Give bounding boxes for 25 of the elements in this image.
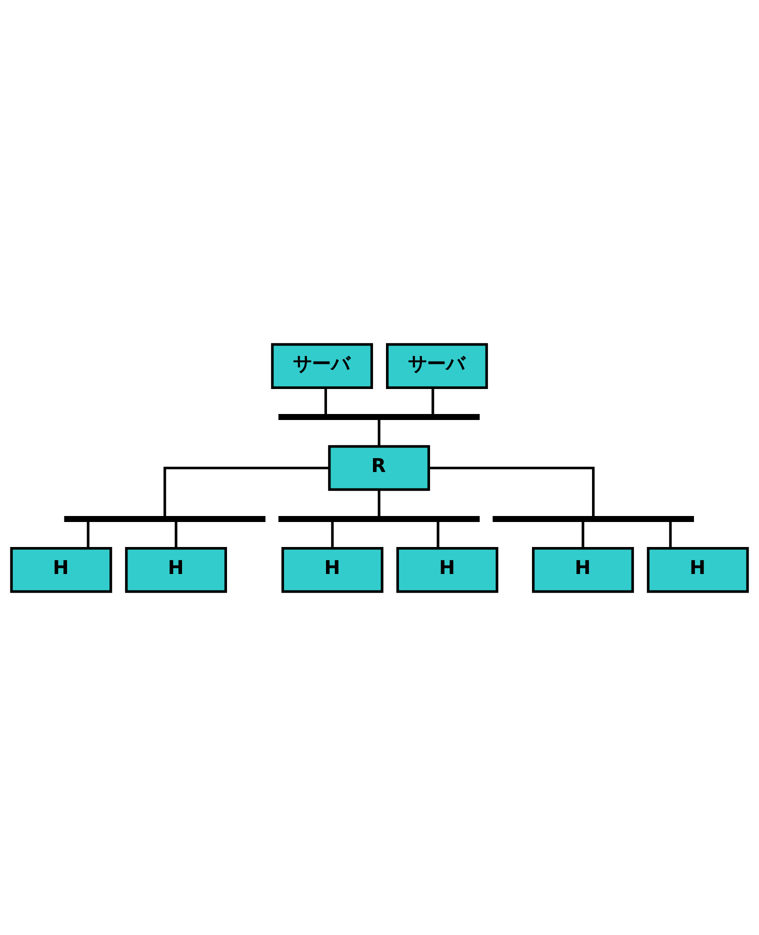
connector [86,520,90,548]
connector [436,520,440,548]
connector [324,387,328,415]
node-box: R [328,444,430,490]
connector [164,466,330,517]
connector [378,489,380,517]
node-box: H [646,546,749,592]
node-box: H [10,546,112,592]
node-bar [492,515,694,522]
node-box: H [281,546,384,592]
node-bar [64,515,266,522]
node-bar [278,515,480,522]
node-box: H [125,546,228,592]
connector [428,466,595,517]
node-box: サーバ [386,342,488,388]
connector [378,418,380,446]
node-box: H [396,546,498,592]
node-bar [278,414,480,420]
connector [582,520,584,548]
connector [174,520,178,548]
connector [331,520,334,548]
connector [669,520,672,548]
node-box: H [532,546,634,592]
node-box: サーバ [271,342,374,388]
connector [432,387,434,415]
